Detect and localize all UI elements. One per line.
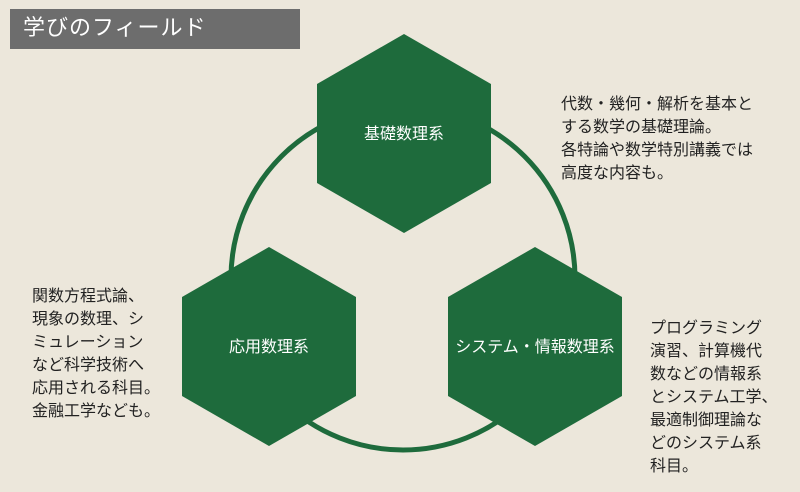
description-line: する数学の基礎理論。 <box>561 117 722 136</box>
hex-shape <box>317 34 491 233</box>
description-line: ミュレーション <box>32 332 144 351</box>
description-line: 各特論や数学特別講義では <box>561 140 754 159</box>
description-line: 現象の数理、シ <box>32 309 145 328</box>
description-line: 演習、計算機代 <box>650 341 763 360</box>
description-line: 関数方程式論、 <box>32 286 145 305</box>
description-line: 代数・幾何・解析を基本と <box>561 94 754 113</box>
field-label-basic: 基礎数理系 <box>364 124 444 143</box>
hex-basic-math: 基礎数理系 <box>317 34 491 233</box>
description-line: 高度な内容も。 <box>561 163 674 182</box>
hex-system-info: システム・情報数理系 <box>448 247 622 446</box>
description-line: 最適制御理論な <box>650 410 763 429</box>
description-line: 科目。 <box>650 456 699 475</box>
description-system: プログラミング 演習、計算機代 数などの情報系 とシステム工学、 最適制御理論な… <box>650 316 778 477</box>
page-title: 学びのフィールド <box>10 9 300 49</box>
field-label-applied: 応用数理系 <box>229 337 309 356</box>
description-applied: 関数方程式論、 現象の数理、シ ミュレーション など科学技術へ 応用される科目。… <box>32 284 160 422</box>
description-line: 数などの情報系 <box>650 364 763 383</box>
description-line: とシステム工学、 <box>650 387 778 406</box>
description-line: どのシステム系 <box>650 433 762 452</box>
description-line: 金融工学なども。 <box>32 401 161 420</box>
description-basic: 代数・幾何・解析を基本と する数学の基礎理論。 各特論や数学特別講義では 高度な… <box>561 92 753 184</box>
description-line: 応用される科目。 <box>32 378 161 397</box>
field-label-system: システム・情報数理系 <box>455 337 615 356</box>
description-line: など科学技術へ <box>32 355 145 374</box>
description-line: プログラミング <box>650 318 763 337</box>
hex-shape <box>182 247 356 446</box>
hex-applied-math: 応用数理系 <box>182 247 356 446</box>
hex-shape <box>448 247 622 446</box>
